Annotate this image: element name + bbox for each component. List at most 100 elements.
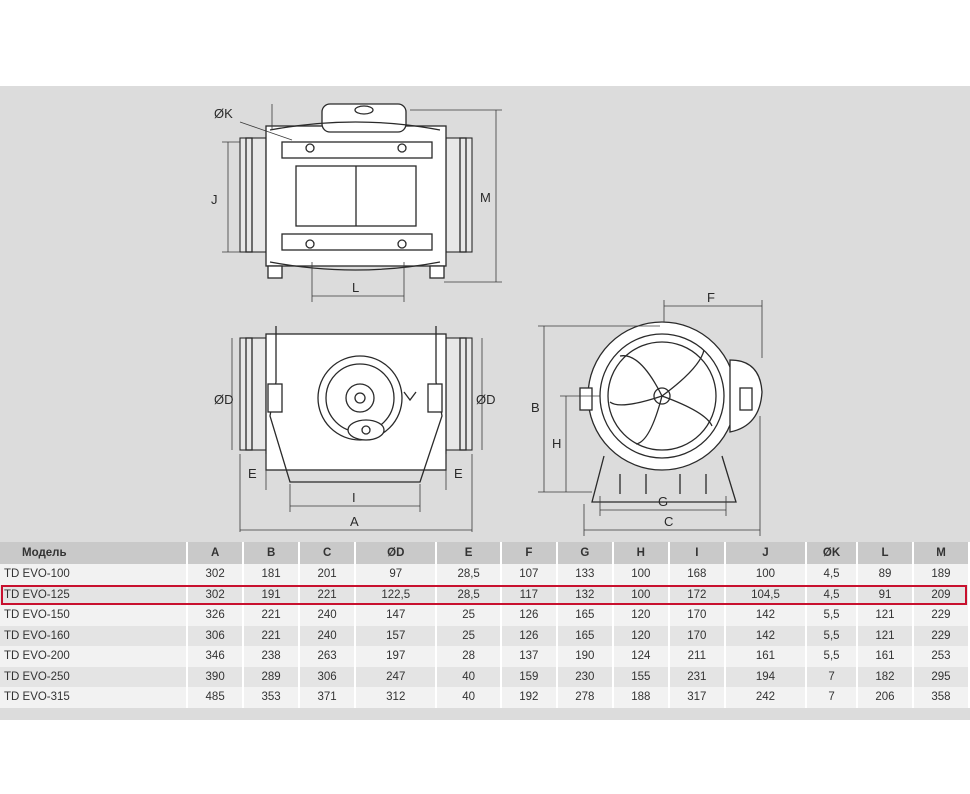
- table-cell: 40: [436, 687, 502, 708]
- table-cell-model: TD EVO-200: [0, 646, 189, 667]
- col-header-f: F: [500, 542, 558, 564]
- table-cell: 133: [556, 564, 614, 585]
- table-cell: 5,5: [806, 605, 858, 626]
- dim-label-e-left: E: [248, 466, 257, 481]
- table-cell-model: TD EVO-160: [0, 625, 189, 646]
- table-cell: 4,5: [806, 564, 858, 585]
- table-cell: 317: [668, 687, 726, 708]
- table-cell: 170: [668, 605, 726, 626]
- table-cell: 165: [556, 605, 614, 626]
- table-cell: 97: [355, 564, 438, 585]
- table-cell: 263: [299, 646, 357, 667]
- table-header-row: Модель A B C ØD E F G H I J ØK L M: [0, 542, 970, 564]
- dim-label-c: C: [664, 514, 673, 529]
- table-cell: 302: [187, 584, 245, 605]
- table-cell: 5,5: [806, 646, 858, 667]
- table-cell-model: TD EVO-100: [0, 564, 189, 585]
- table-cell-model: TD EVO-315: [0, 687, 189, 708]
- side-view-cable-gland: [347, 419, 385, 441]
- table-cell: 132: [556, 584, 614, 605]
- table-cell: 91: [856, 584, 914, 605]
- table-cell: 230: [556, 666, 614, 687]
- table-cell: 170: [668, 625, 726, 646]
- col-header-h: H: [612, 542, 670, 564]
- table-cell: 201: [299, 564, 357, 585]
- col-header-e: E: [436, 542, 502, 564]
- dim-label-a: A: [350, 514, 359, 529]
- table-cell: 40: [436, 666, 502, 687]
- table-cell: 190: [556, 646, 614, 667]
- side-view-right-clip: [427, 383, 443, 413]
- table-cell: 100: [724, 564, 808, 585]
- col-header-k: ØK: [806, 542, 858, 564]
- top-view-terminal-box: [321, 103, 407, 133]
- table-cell-model: TD EVO-150: [0, 605, 189, 626]
- table-cell: 28: [436, 646, 502, 667]
- dim-label-d-left: ØD: [214, 392, 234, 407]
- side-view: ØD ØD E E I A: [214, 326, 496, 532]
- table-cell: 188: [612, 687, 670, 708]
- dim-label-i: I: [352, 490, 356, 505]
- col-header-a: A: [187, 542, 245, 564]
- table-cell: 120: [612, 605, 670, 626]
- table-cell: 306: [187, 625, 245, 646]
- col-header-m: M: [912, 542, 970, 564]
- front-view: F B H G C: [531, 290, 763, 536]
- table-cell: 161: [724, 646, 808, 667]
- table-cell: 120: [612, 625, 670, 646]
- side-view-right-spigot: [445, 337, 473, 451]
- table-cell: 306: [299, 666, 357, 687]
- table-cell-model: TD EVO-250: [0, 666, 189, 687]
- col-header-l: L: [856, 542, 914, 564]
- table-cell: 211: [668, 646, 726, 667]
- table-cell: 124: [612, 646, 670, 667]
- side-view-left-clip: [267, 383, 283, 413]
- table-cell: 165: [556, 625, 614, 646]
- table-cell: 229: [912, 605, 970, 626]
- table-cell: 278: [556, 687, 614, 708]
- table-cell: 346: [187, 646, 245, 667]
- top-view-left-spigot: [239, 137, 267, 253]
- dim-label-e-right: E: [454, 466, 463, 481]
- table-cell: 295: [912, 666, 970, 687]
- table-cell: 172: [668, 584, 726, 605]
- table-cell: 104,5: [724, 584, 808, 605]
- table-cell: 121: [856, 625, 914, 646]
- table-cell: 312: [355, 687, 438, 708]
- table-cell: 142: [724, 625, 808, 646]
- table-cell: 209: [912, 584, 970, 605]
- table-cell: 126: [500, 625, 558, 646]
- col-header-model: Модель: [0, 542, 189, 564]
- table-cell: 168: [668, 564, 726, 585]
- table-cell: 157: [355, 625, 438, 646]
- table-cell: 221: [243, 605, 301, 626]
- table-cell: 181: [243, 564, 301, 585]
- table-cell: 231: [668, 666, 726, 687]
- table-cell: 161: [856, 646, 914, 667]
- col-header-g: G: [556, 542, 614, 564]
- table-cell: 247: [355, 666, 438, 687]
- table-cell: 358: [912, 687, 970, 708]
- table-cell: 253: [912, 646, 970, 667]
- col-header-b: B: [243, 542, 301, 564]
- table-cell: 159: [500, 666, 558, 687]
- top-view: ØK J M L: [211, 103, 502, 302]
- table-cell: 191: [243, 584, 301, 605]
- table-cell: 326: [187, 605, 245, 626]
- table-cell: 206: [856, 687, 914, 708]
- table-cell: 7: [806, 687, 858, 708]
- col-header-c: C: [299, 542, 357, 564]
- table-cell: 182: [856, 666, 914, 687]
- table-cell: 147: [355, 605, 438, 626]
- top-view-right-spigot: [445, 137, 473, 253]
- table-cell: 155: [612, 666, 670, 687]
- table-cell: 107: [500, 564, 558, 585]
- table-cell: 122,5: [355, 584, 438, 605]
- table-cell: 221: [299, 584, 357, 605]
